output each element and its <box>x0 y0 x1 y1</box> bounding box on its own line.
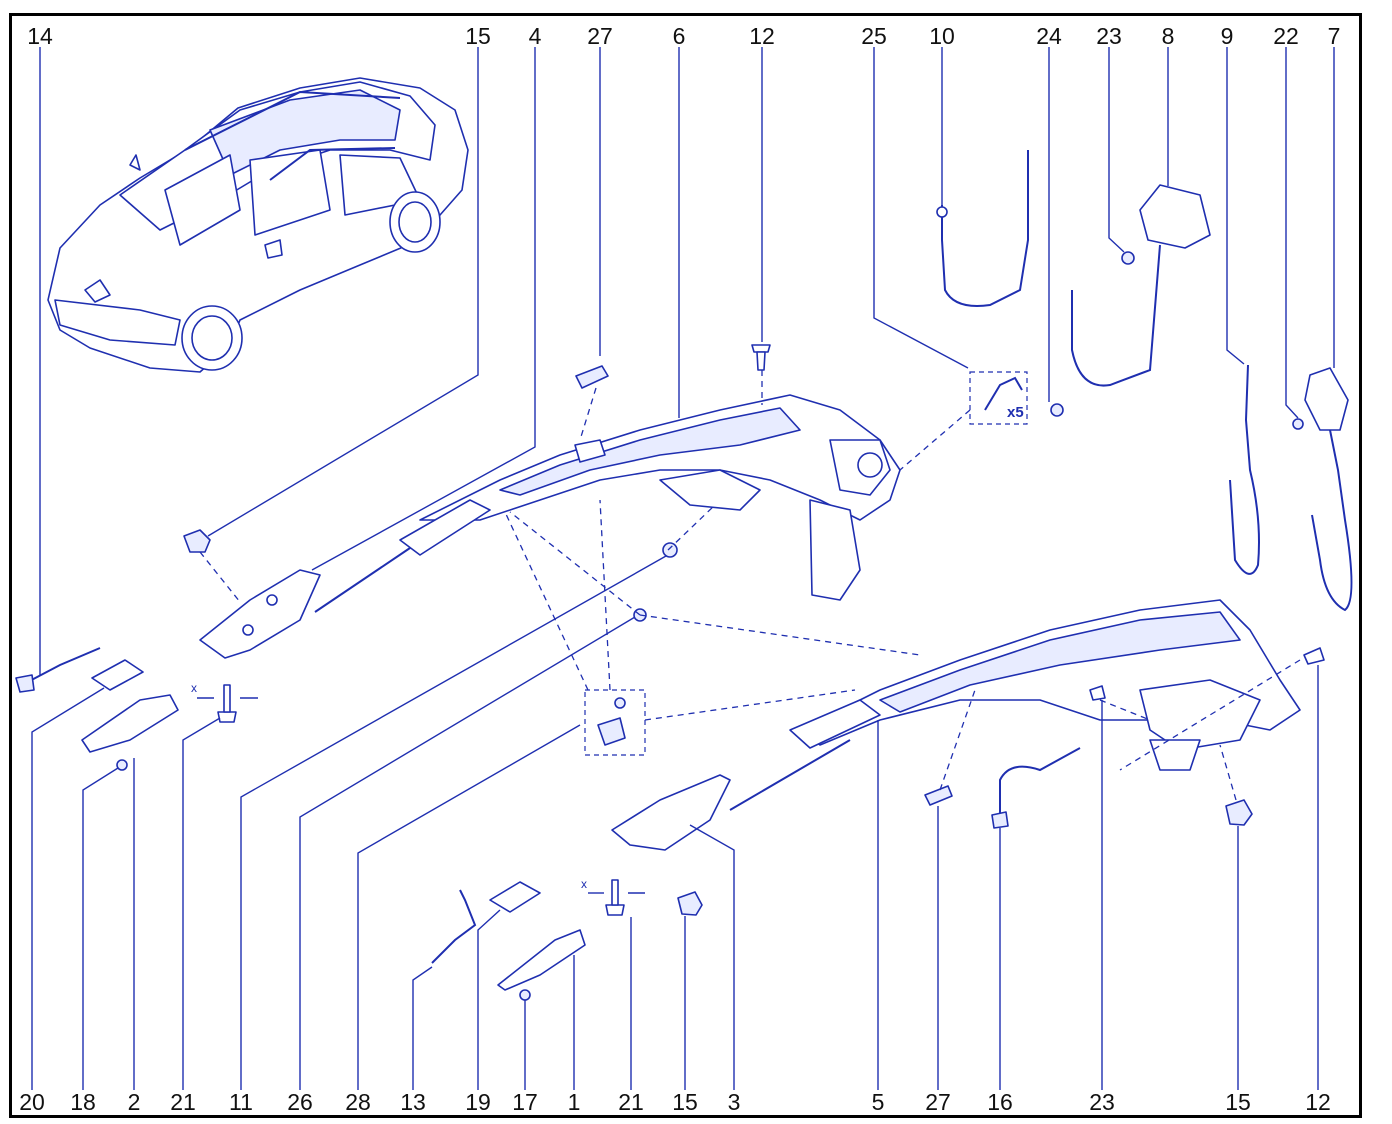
top-callout-12: 12 <box>749 23 775 49</box>
bottom-callout-2: 2 <box>128 1089 141 1115</box>
bottom-callout-16: 16 <box>987 1089 1013 1115</box>
bottom-callout-21: 21 <box>170 1089 196 1115</box>
bottom-callout-19: 19 <box>465 1089 491 1115</box>
bottom-callout-3: 3 <box>728 1089 741 1115</box>
bottom-callout-28: 28 <box>345 1089 371 1115</box>
roof-frame-lower <box>729 599 1301 811</box>
bottom-callout-18: 18 <box>70 1089 96 1115</box>
top-callout-9: 9 <box>1221 23 1234 49</box>
top-callout-22: 22 <box>1273 23 1299 49</box>
top-callout-23: 23 <box>1096 23 1122 49</box>
bottom-callout-1: 1 <box>568 1089 581 1115</box>
torque-marks: x x x5 <box>191 404 1024 894</box>
multiplier-label: x5 <box>1007 404 1024 421</box>
leader-lines <box>31 47 1335 1090</box>
bottom-callout-21: 21 <box>618 1089 644 1115</box>
bottom-callout-17: 17 <box>512 1089 538 1115</box>
top-callout-10: 10 <box>929 23 955 49</box>
roof-frame-upper <box>314 394 901 613</box>
bottom-callout-27: 27 <box>925 1089 951 1115</box>
bottom-callout-26: 26 <box>287 1089 313 1115</box>
bottom-callout-12: 12 <box>1305 1089 1331 1115</box>
torque-mark-right: x <box>581 877 587 891</box>
top-callout-14: 14 <box>27 23 53 49</box>
bottom-callout-20: 20 <box>19 1089 45 1115</box>
bottom-callout-15: 15 <box>1225 1089 1251 1115</box>
top-callout-24: 24 <box>1036 23 1062 49</box>
small-parts <box>15 150 1353 1001</box>
bottom-callout-11: 11 <box>229 1089 253 1115</box>
bottom-callout-5: 5 <box>872 1089 885 1115</box>
bottom-callout-23: 23 <box>1089 1089 1115 1115</box>
top-callout-8: 8 <box>1162 23 1175 49</box>
top-callout-15: 15 <box>465 23 491 49</box>
top-callout-6: 6 <box>673 23 686 49</box>
bottom-callout-15: 15 <box>672 1089 698 1115</box>
assembly-lines <box>199 370 1301 801</box>
top-callout-7: 7 <box>1328 23 1341 49</box>
bottom-callouts: 20 18 2 21 11 26 28 13 19 17 1 21 15 3 5 27 16 23 15 12 <box>19 1089 1331 1115</box>
top-callout-4: 4 <box>529 23 542 49</box>
car-illustration <box>47 77 469 373</box>
top-callouts: 14 15 4 27 6 12 25 10 24 23 8 9 22 7 <box>27 23 1340 49</box>
torque-mark-left: x <box>191 681 197 695</box>
top-callout-27: 27 <box>587 23 613 49</box>
top-callout-25: 25 <box>861 23 887 49</box>
bottom-callout-13: 13 <box>400 1089 426 1115</box>
